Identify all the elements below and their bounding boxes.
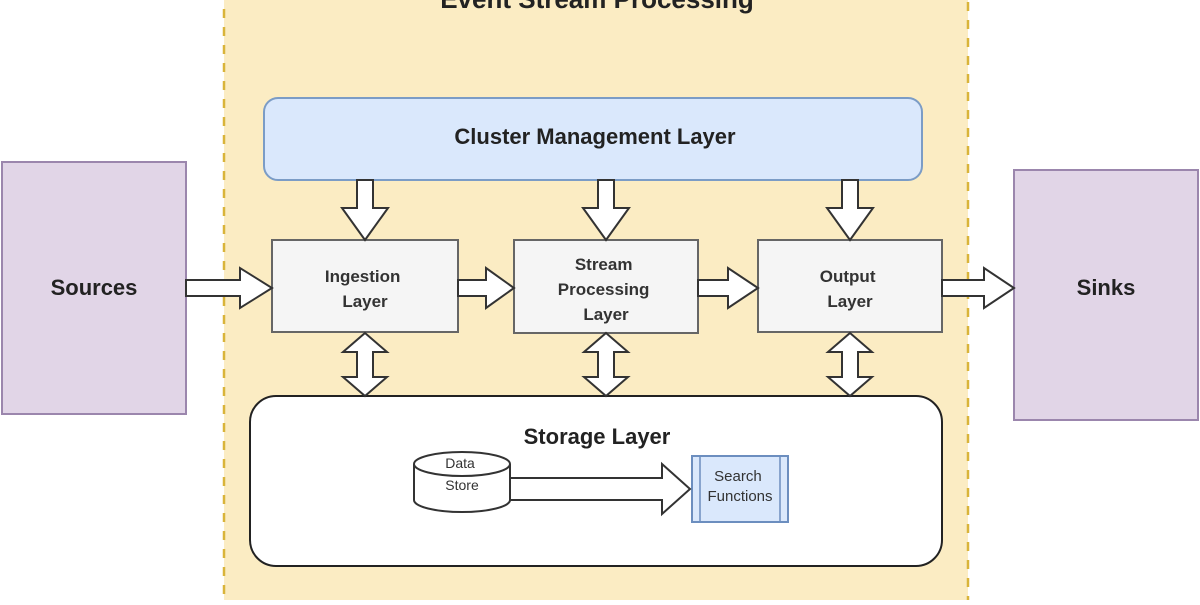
stream-label-line-1: Stream: [575, 255, 633, 274]
svg-text:Search Functions: Search Functions: [707, 468, 772, 505]
output-layer: Output Layer: [757, 239, 943, 333]
arrow-stream-storage: [581, 331, 631, 398]
arrow-output-storage: [825, 331, 875, 398]
stream-label-line-2: Processing: [558, 280, 650, 299]
data-store-label-line-2: Store: [445, 477, 479, 493]
container-title: Event Stream Processing: [440, 0, 754, 14]
arrow-cluster-to-stream: [581, 179, 631, 242]
ingestion-layer: Ingestion Layer: [271, 239, 459, 333]
cluster-management-layer: Cluster Management Layer: [263, 97, 923, 181]
search-label-line-2: Functions: [707, 488, 772, 505]
svg-text:Data Store: Data Store: [445, 455, 479, 493]
arrow-ingestion-to-stream: [457, 266, 516, 310]
sinks-label: Sinks: [1077, 275, 1136, 300]
ingestion-label-line-1: Ingestion: [325, 267, 401, 286]
cluster-management-label: Cluster Management Layer: [454, 124, 736, 149]
storage-layer-label: Storage Layer: [524, 424, 671, 449]
sources-node: Sources: [1, 161, 187, 415]
arrow-datastore-to-search: [509, 461, 692, 517]
data-store-label-line-1: Data: [445, 455, 475, 471]
arrow-cluster-to-output: [825, 179, 875, 242]
search-label-line-1: Search: [714, 468, 762, 485]
arrow-sources-to-ingestion: [185, 266, 274, 310]
stream-label-line-3: Layer: [583, 305, 629, 324]
arrow-ingestion-storage: [340, 331, 390, 398]
data-store-cylinder: Data Store: [413, 451, 511, 513]
svg-text:Output Layer: Output Layer: [820, 267, 880, 311]
output-label-line-1: Output: [820, 267, 876, 286]
stream-processing-layer: Stream Processing Layer: [513, 239, 699, 334]
output-label-line-2: Layer: [827, 292, 873, 311]
sources-label: Sources: [51, 275, 138, 300]
ingestion-label-line-2: Layer: [342, 292, 388, 311]
sinks-node: Sinks: [1013, 169, 1199, 421]
arrow-cluster-to-ingestion: [340, 179, 390, 242]
arrow-stream-to-output: [697, 266, 760, 310]
svg-text:Stream Processing: Stream Processing Layer: [558, 255, 654, 324]
search-functions-box: Search Functions: [691, 455, 789, 523]
svg-text:Ingestion Layer: Ingestion Layer: [325, 267, 405, 311]
arrow-output-to-sinks: [941, 266, 1016, 310]
